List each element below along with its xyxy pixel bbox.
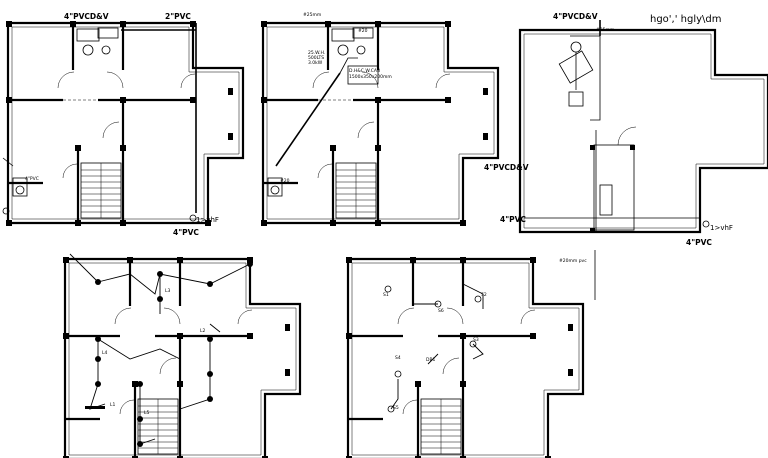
lamp-label-3: L3 [165,288,171,294]
plan-lighting: L1 L2 L3 L4 L5 [61,253,302,458]
socket-label-5: S5 [393,405,399,411]
pipe-size-label-2: #20 [358,28,368,34]
roof-pipe-label-top: 4"PVCD&V [553,12,598,21]
roof-pipe-size: #25mm [596,27,614,33]
pipe-label-bottom: 4"PVC [173,228,199,237]
pipe-size-label: #25mm [303,12,321,18]
bathtub-icon [76,28,100,42]
roof-pipe-label-bottom: 4"PVC [686,238,712,247]
roof-vent-label: 1>vhF [710,224,733,232]
vent-icon [189,214,197,222]
pipe-label-top-right: 2"PVC [165,12,191,21]
db-label: DB1 [426,357,436,363]
socket-label-6: S6 [438,308,444,314]
shaft-icon [599,184,613,216]
lamp-label-2: L2 [200,328,206,334]
roof-title: hgo',' hgly\dm [650,14,722,25]
socket-label-2: S2 [481,292,487,298]
plan-roof-drainage: 4"PVCD&V #25mm hgo',' hgly\dm 4"PVCD&V 4… [484,12,768,300]
small-label: #20 [280,178,290,184]
lamp-label-1: L1 [110,402,116,408]
supply-pipe [275,72,341,167]
wc-icon [101,45,111,55]
roof-pipe-label-left: 4"PVCD&V [484,163,529,172]
solar-panel-icon [558,50,594,84]
washing-machine-icon [12,177,28,197]
conduit-label: #20mm pvc [559,258,587,264]
fixture-label: 4"PVC [25,176,39,182]
lamp-label-4: L4 [102,350,108,356]
vent-label: 1>vhF [196,216,219,224]
socket-label-1: S1 [383,292,389,298]
plan-plumbing-drainage: 4"PVCD&V 2"PVC 4"PVC 1>vhF 4"PVC [2,12,245,237]
distribution-board-icon [85,406,105,409]
cabinet-size-label: 1500x350x200mm [349,74,392,80]
roof-pipe-label-left2: 4"PVC [500,215,526,224]
socket-label-3: S3 [473,337,479,343]
tank-icon [568,91,584,107]
socket-label-4: S4 [395,355,401,361]
washbasin-icon [82,44,94,56]
plan-power: #20mm pvc S1 S2 S3 S4 S5 S6 DB1 [344,255,587,458]
cabinet-label: D.H&C.W.CAB [349,68,380,74]
valve-icon [570,41,582,53]
pipe-label-top-left: 4"PVCD&V [64,12,109,21]
cabinet-icon [347,65,379,85]
lamp-label-5: L5 [144,410,150,416]
